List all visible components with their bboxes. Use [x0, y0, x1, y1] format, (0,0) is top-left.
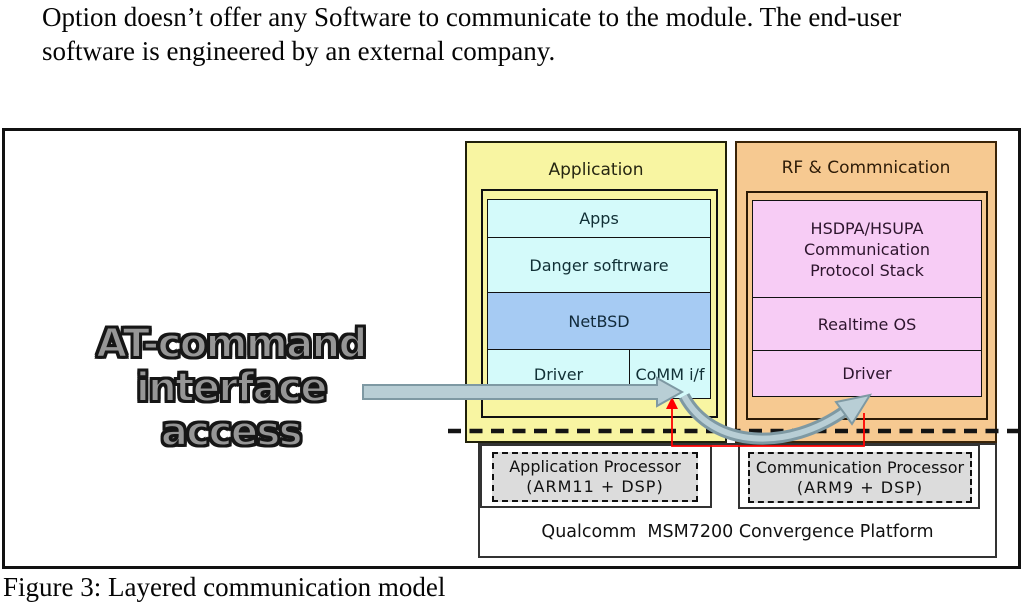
layer-rf-driver: Driver	[752, 350, 982, 397]
protocol-stack-line-2: Communication	[803, 239, 931, 259]
application-processor-name: Application Processor	[509, 457, 681, 476]
communication-processor-chip: Communication Processor (ARM9 + DSP)	[748, 452, 972, 503]
figure-caption: Figure 3: Layered communication model	[3, 572, 446, 602]
application-processor-chip: Application Processor (ARM11 + DSP)	[492, 452, 698, 502]
layer-realtime-os: Realtime OS	[752, 297, 982, 351]
at-command-access-label: AT-command interface access	[0, 321, 462, 455]
layer-comm-if: CoMM i/f	[629, 349, 711, 399]
layer-danger-software: Danger softrware	[487, 237, 711, 293]
platform-label: Qualcomm MSM7200 Convergence Platform	[541, 522, 934, 542]
application-panel-title: Application	[548, 160, 644, 180]
at-command-line-1: AT-command interface	[95, 321, 368, 411]
layer-apps: Apps	[487, 199, 711, 238]
protocol-stack-line-1: HSDPA/HSUPA	[810, 218, 924, 238]
intro-line-1: Option doesn’t offer any Software to com…	[42, 2, 902, 32]
communication-processor-arm: (ARM9 + DSP)	[796, 477, 924, 497]
application-processor-arm: (ARM11 + DSP)	[526, 477, 664, 496]
rf-panel-title: RF & Commnication	[781, 158, 951, 178]
intro-line-2: software is engineered by an external co…	[42, 36, 556, 66]
layer-app-driver: Driver	[487, 349, 630, 399]
intro-paragraph: Option doesn’t offer any Software to com…	[42, 0, 1002, 68]
at-command-line-2: access	[160, 409, 304, 455]
communication-processor-name: Communication Processor	[755, 457, 965, 477]
layer-netbsd: NetBSD	[487, 292, 711, 350]
protocol-stack-line-3: Protocol Stack	[810, 260, 924, 280]
layer-protocol-stack: HSDPA/HSUPA Communication Protocol Stack	[752, 200, 982, 298]
